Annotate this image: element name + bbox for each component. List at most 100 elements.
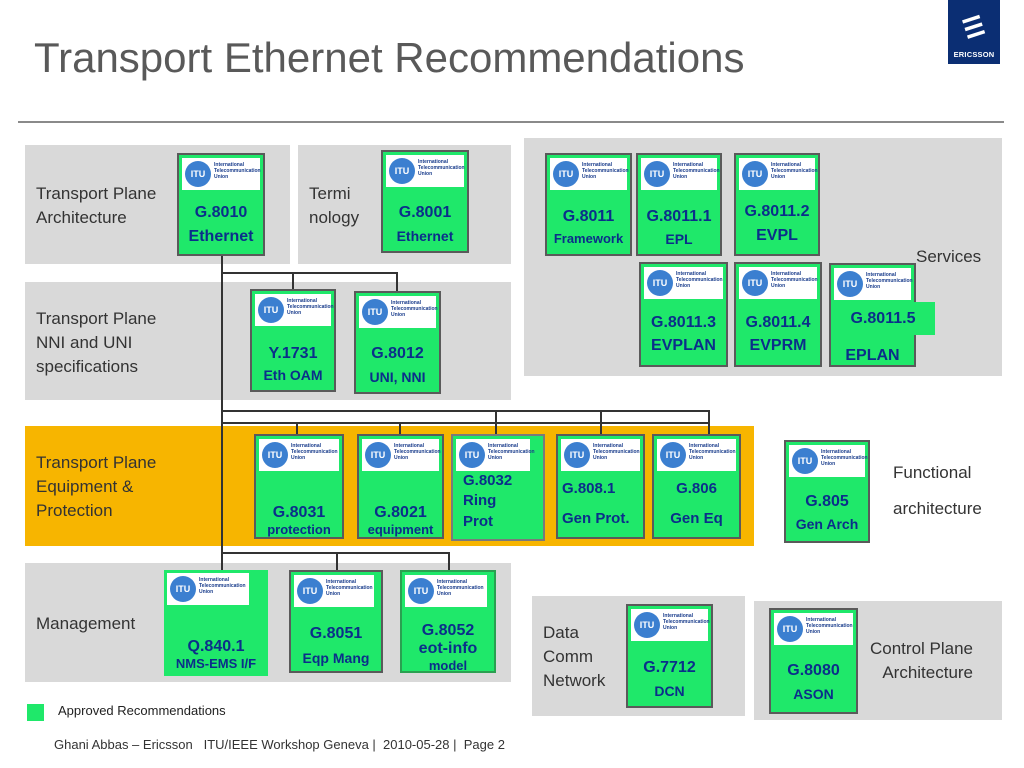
connector-mgmt-drop-3 xyxy=(448,552,450,570)
itu-line: Union xyxy=(437,591,452,597)
itu-globe-icon: ITU xyxy=(170,576,196,602)
rec-code: G.8011.1 xyxy=(646,208,712,225)
rec-desc: Framework xyxy=(553,231,624,246)
itu-line: International xyxy=(214,162,245,168)
itu-globe-icon: ITU xyxy=(297,578,323,604)
itu-line: Telecommunication xyxy=(582,168,629,174)
itu-line: International xyxy=(582,162,613,168)
label-equipment-protection: Transport Plane Equipment & Protection xyxy=(36,451,156,523)
itu-line: Telecommunication xyxy=(326,585,373,591)
itu-line: International xyxy=(199,577,230,583)
label-line: specifications xyxy=(36,357,139,376)
rec-desc: UNI, NNI xyxy=(369,369,426,385)
rec-desc: EPLAN xyxy=(845,347,900,364)
itu-line: Union xyxy=(287,310,302,316)
rec-desc: equipment xyxy=(367,522,434,537)
rec-desc: Gen Prot. xyxy=(562,510,630,527)
rec-code-tag-g8011-5[interactable]: G.8011.5 xyxy=(831,302,935,335)
itu-line: Union xyxy=(488,455,503,461)
itu-globe-icon: ITU xyxy=(258,297,284,323)
label-line: Protection xyxy=(36,501,113,520)
legend-swatch-approved xyxy=(27,704,44,721)
itu-globe-icon: ITU xyxy=(660,442,686,468)
itu-globe-icon: ITU xyxy=(564,442,590,468)
itu-line: International xyxy=(291,443,322,449)
itu-line: Telecommunication xyxy=(214,168,261,174)
itu-line: Union xyxy=(673,174,688,180)
itu-line: Telecommunication xyxy=(663,619,710,625)
itu-globe-icon: ITU xyxy=(634,612,660,638)
itu-globe-icon: ITU xyxy=(837,271,863,297)
label-control-plane-architecture: Control Plane Architecture xyxy=(870,637,973,685)
itu-globe-icon: ITU xyxy=(362,299,388,325)
rec-code: G.8031 xyxy=(272,504,326,521)
itu-line: International xyxy=(689,443,720,449)
rec-desc: EVPRM xyxy=(749,337,807,354)
label-data-comm-network: Data Comm Network xyxy=(543,621,605,693)
rec-code: G.8011.2 xyxy=(744,203,810,220)
connector-nni-bar xyxy=(221,272,396,274)
label-line: Control Plane xyxy=(870,639,974,658)
itu-globe-icon: ITU xyxy=(647,270,673,296)
itu-line: Union xyxy=(771,174,786,180)
connector-mgmt-bar xyxy=(221,552,448,554)
label-line: nology xyxy=(309,208,360,227)
rec-code: G.8011.5 xyxy=(850,310,916,327)
itu-line: International xyxy=(821,449,852,455)
label-line: Architecture xyxy=(882,663,974,682)
connector-equip-drop-5 xyxy=(708,410,710,434)
itu-line: Telecommunication xyxy=(199,583,246,589)
rec-code: G.7712 xyxy=(643,659,696,676)
itu-line: International xyxy=(676,271,707,277)
itu-line: Telecommunication xyxy=(488,449,535,455)
itu-line: International xyxy=(593,443,624,449)
itu-line: Union xyxy=(199,589,214,595)
itu-line: Telecommunication xyxy=(673,168,720,174)
itu-globe-icon: ITU xyxy=(262,442,288,468)
itu-line: Union xyxy=(394,455,409,461)
itu-globe-icon: ITU xyxy=(742,161,768,187)
label-line: Transport Plane xyxy=(36,184,157,203)
itu-line: International xyxy=(866,272,897,278)
itu-line: International xyxy=(391,300,422,306)
rec-desc: Prot xyxy=(463,513,493,530)
itu-line: International xyxy=(806,617,837,623)
page-title: Transport Ethernet Recommendations xyxy=(34,34,745,81)
connector-mgmt-drop-1 xyxy=(221,552,223,570)
itu-line: International xyxy=(771,162,802,168)
itu-line: Union xyxy=(806,629,821,635)
